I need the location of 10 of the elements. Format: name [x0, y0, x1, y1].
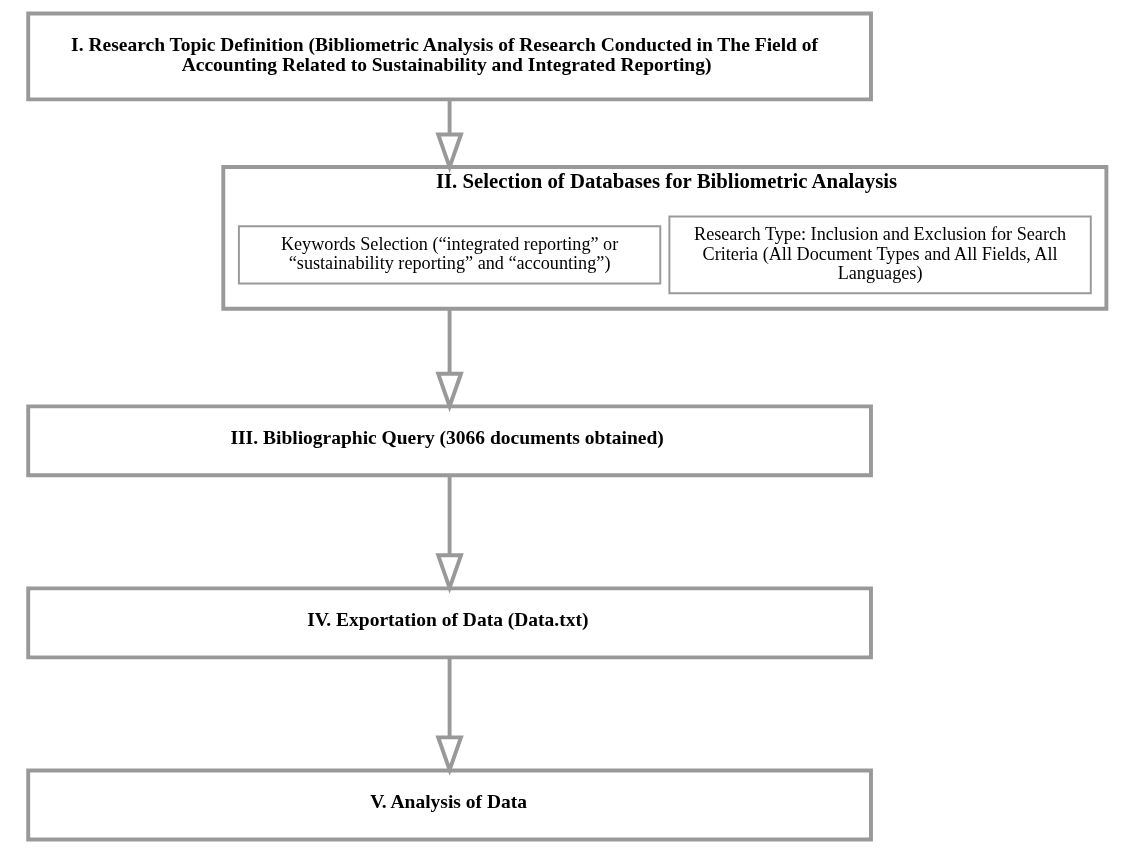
node-box: I. Research Topic Definition (Bibliometric Analysis of Research Conducted in The Field of Accounting Related to Sustainability and Integrated Reporting) — [26, 11, 873, 102]
node-box: V. Analysis of Data — [26, 768, 873, 842]
node-box: III. Bibliographic Query (3066 documents obtained) — [26, 404, 873, 478]
arrow — [435, 475, 464, 594]
node-box: Research Type: Inclusion and Exclusion for Search Criteria (All Document Types and All Fields, All Languages) — [668, 215, 1092, 295]
node-box: Keywords Selection (“integrated reporting” or “sustainability reporting” and “accounting”) — [237, 225, 662, 285]
node-box: IV. Exportation of Data (Data.txt) — [26, 586, 873, 660]
arrow — [435, 99, 464, 173]
arrow — [435, 308, 464, 413]
arrow — [435, 657, 464, 776]
